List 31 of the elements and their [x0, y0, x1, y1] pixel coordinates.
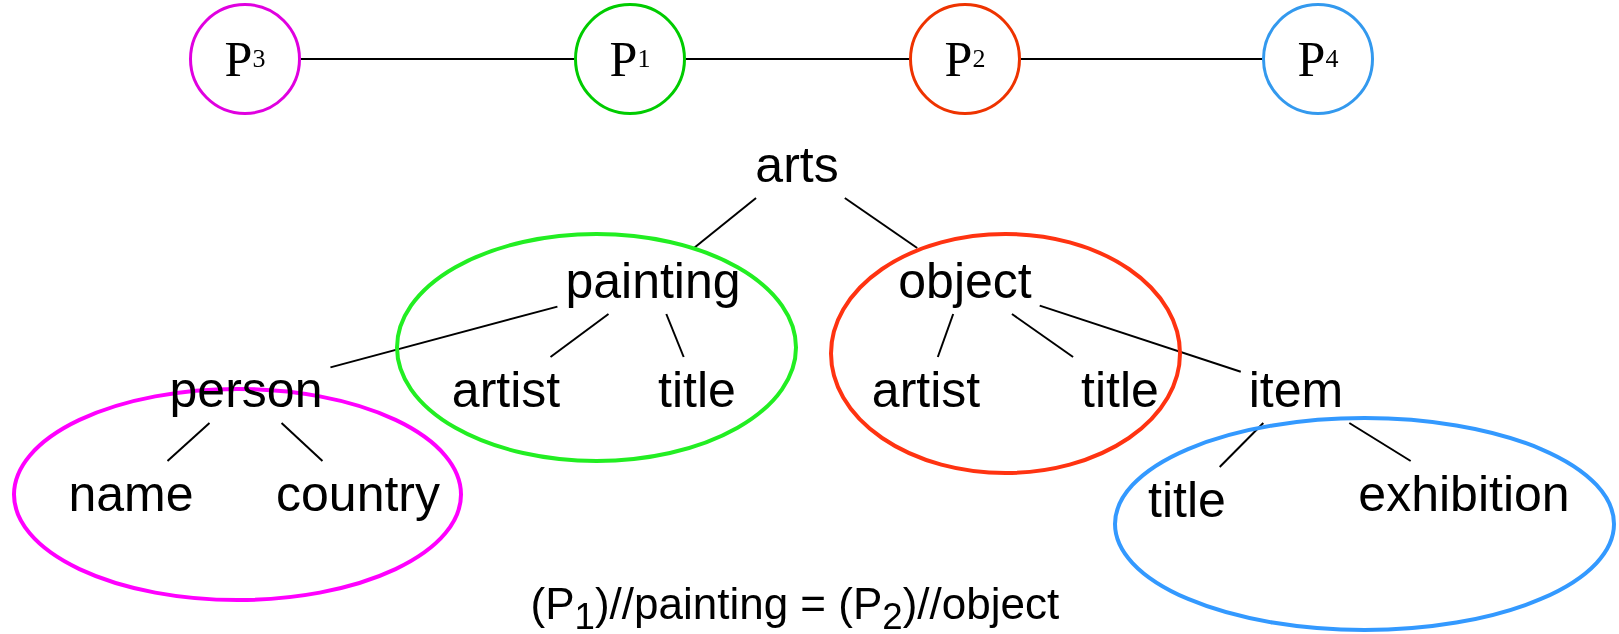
tree-node-label: arts — [755, 140, 839, 190]
tree-node-label: exhibition — [1358, 469, 1570, 519]
connector-line — [1010, 313, 1075, 358]
tree-node-label: painting — [565, 256, 741, 306]
tree-node-label: title — [658, 365, 736, 415]
tree-node-label: country — [276, 469, 440, 519]
connector-line — [280, 422, 324, 462]
tree-node-label: title — [1081, 365, 1159, 415]
tree-node-label: title — [1148, 475, 1226, 525]
ellipse-outline — [829, 232, 1182, 475]
ellipse-outline — [1113, 416, 1616, 632]
formula-text: (P$_{1}$)//painting = (P$_{2}$)//object — [530, 582, 1060, 634]
tree-node-label: name — [68, 469, 194, 519]
tree-node-label: item — [1248, 365, 1344, 415]
connector-line — [936, 313, 955, 358]
connector-line — [1038, 304, 1242, 373]
connector-line — [166, 422, 211, 462]
connector-line — [692, 197, 758, 249]
connector-line — [1348, 422, 1412, 462]
ellipse-outline — [395, 232, 798, 463]
connector-line — [843, 197, 919, 249]
connector-line — [1218, 422, 1265, 468]
tree-node-label: object — [898, 256, 1032, 306]
connector-line — [1020, 58, 1263, 60]
connector-line — [665, 313, 685, 358]
connector-line — [329, 305, 559, 369]
tree-node-label: artist — [451, 365, 561, 415]
connector-line — [300, 58, 575, 60]
connector-line — [685, 58, 910, 60]
connector-line — [549, 313, 610, 358]
tree-node-label: artist — [871, 365, 981, 415]
